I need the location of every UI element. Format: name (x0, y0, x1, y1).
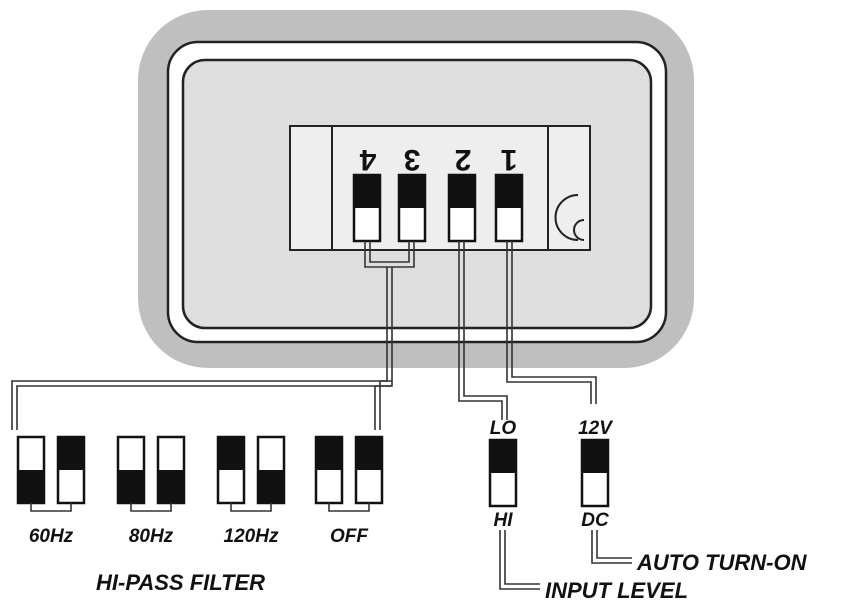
auto-turn-on-switch[interactable] (580, 438, 610, 508)
position-number-2: 2 (455, 143, 472, 176)
hpf-option-label: 120Hz (224, 526, 279, 547)
svg-text:1: 1 (501, 143, 518, 176)
hi-pass-filter-group: 60Hz 80Hz 120Hz OFF (16, 435, 384, 547)
hpf-switch (156, 435, 186, 505)
hpf-option-label: 60Hz (29, 526, 74, 547)
input-level-bottom-label: HI (494, 510, 514, 531)
hpf-switch (16, 435, 46, 505)
input-level-top-label: LO (490, 418, 517, 439)
hpf-option-label: OFF (330, 526, 369, 547)
dip-switch-2[interactable] (447, 173, 477, 243)
hpf-pair-bracket (230, 503, 272, 512)
hpf-pair-bracket (328, 503, 370, 512)
dip-switch-1[interactable] (494, 173, 524, 243)
dip-switch-3[interactable] (397, 173, 427, 243)
auto-turn-on-top-label: 12V (578, 418, 613, 439)
position-number-4: 4 (359, 143, 376, 176)
svg-text:3: 3 (404, 143, 421, 176)
hpf-switch (256, 435, 286, 505)
hpf-switch (354, 435, 384, 505)
hpf-pair-bracket (130, 503, 172, 512)
hpf-switch (116, 435, 146, 505)
position-number-1: 1 (501, 143, 518, 176)
hpf-switch (314, 435, 344, 505)
position-number-3: 3 (404, 143, 421, 176)
input-level-switch[interactable] (488, 438, 518, 508)
input-level-title: INPUT LEVEL (545, 578, 688, 603)
hpf-option-80hz: 80Hz (116, 435, 186, 547)
dip-switch-4[interactable] (352, 173, 382, 243)
svg-text:2: 2 (455, 143, 472, 176)
hpf-switch (216, 435, 246, 505)
auto-turn-on-title: AUTO TURN-ON (636, 550, 808, 575)
hi-pass-filter-title: HI-PASS FILTER (96, 570, 265, 595)
auto-turn-on-bottom-label: DC (581, 510, 609, 531)
hpf-switch (56, 435, 86, 505)
hpf-option-off: OFF (314, 435, 384, 547)
hpf-pair-bracket (30, 503, 72, 512)
dip-switch-block: 1 2 3 4 (289, 125, 591, 251)
hpf-option-60hz: 60Hz (16, 435, 86, 547)
hpf-option-120hz: 120Hz (216, 435, 286, 547)
svg-text:4: 4 (359, 143, 376, 176)
hpf-option-label: 80Hz (129, 526, 174, 547)
connector-lines (11, 241, 632, 590)
